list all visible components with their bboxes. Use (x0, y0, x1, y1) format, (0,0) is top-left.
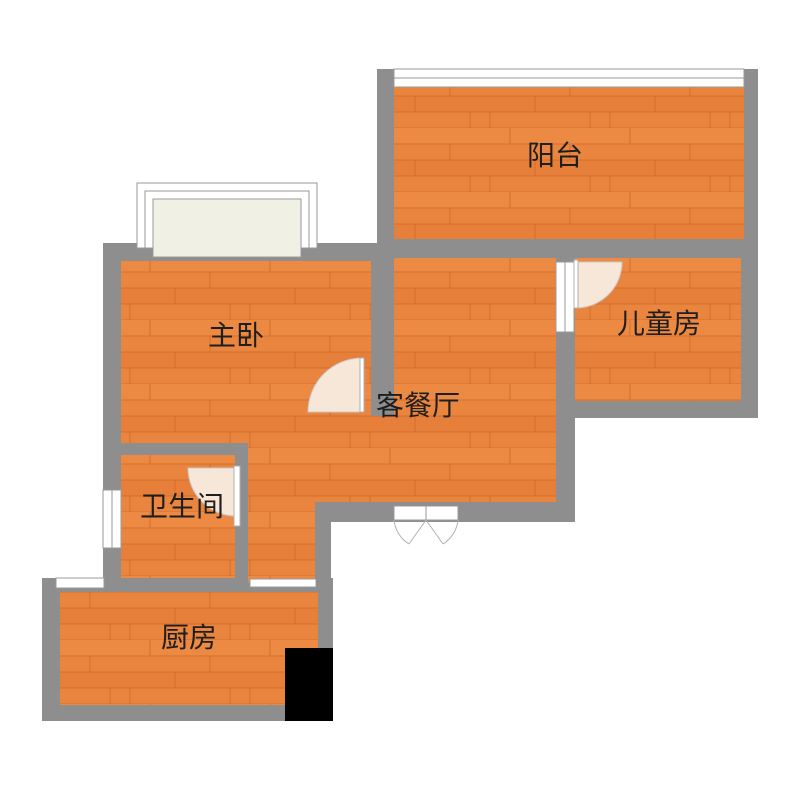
kitchen-window (55, 577, 105, 589)
windows (55, 68, 745, 589)
floor-living-upper (394, 258, 556, 428)
label-living-dining: 客餐厅 (376, 389, 460, 422)
children-room-door (573, 259, 623, 309)
floor-living-lower (248, 416, 556, 502)
label-master-bedroom: 主卧 (208, 319, 264, 352)
label-children-room: 儿童房 (617, 307, 701, 340)
structural-column (285, 648, 333, 721)
bay-window (136, 182, 318, 258)
bathroom-door (187, 465, 241, 527)
label-bathroom: 卫生间 (140, 490, 224, 523)
entrance-double-door (393, 505, 459, 545)
room-labels: 阳台 主卧 客餐厅 儿童房 卫生间 厨房 (140, 139, 701, 654)
children-room-window (555, 261, 575, 333)
floor-corridor (248, 500, 315, 582)
floor-kitchen (60, 592, 318, 705)
floor-master-bedroom (121, 261, 371, 443)
floor-balcony (394, 87, 744, 239)
label-kitchen: 厨房 (161, 621, 217, 654)
kitchen-sliding-door (249, 578, 317, 588)
bathroom-window (102, 489, 122, 549)
balcony-window (393, 68, 745, 88)
floors (60, 87, 744, 705)
doors (187, 259, 623, 545)
master-bedroom-door (307, 357, 365, 413)
label-balcony: 阳台 (527, 139, 583, 172)
